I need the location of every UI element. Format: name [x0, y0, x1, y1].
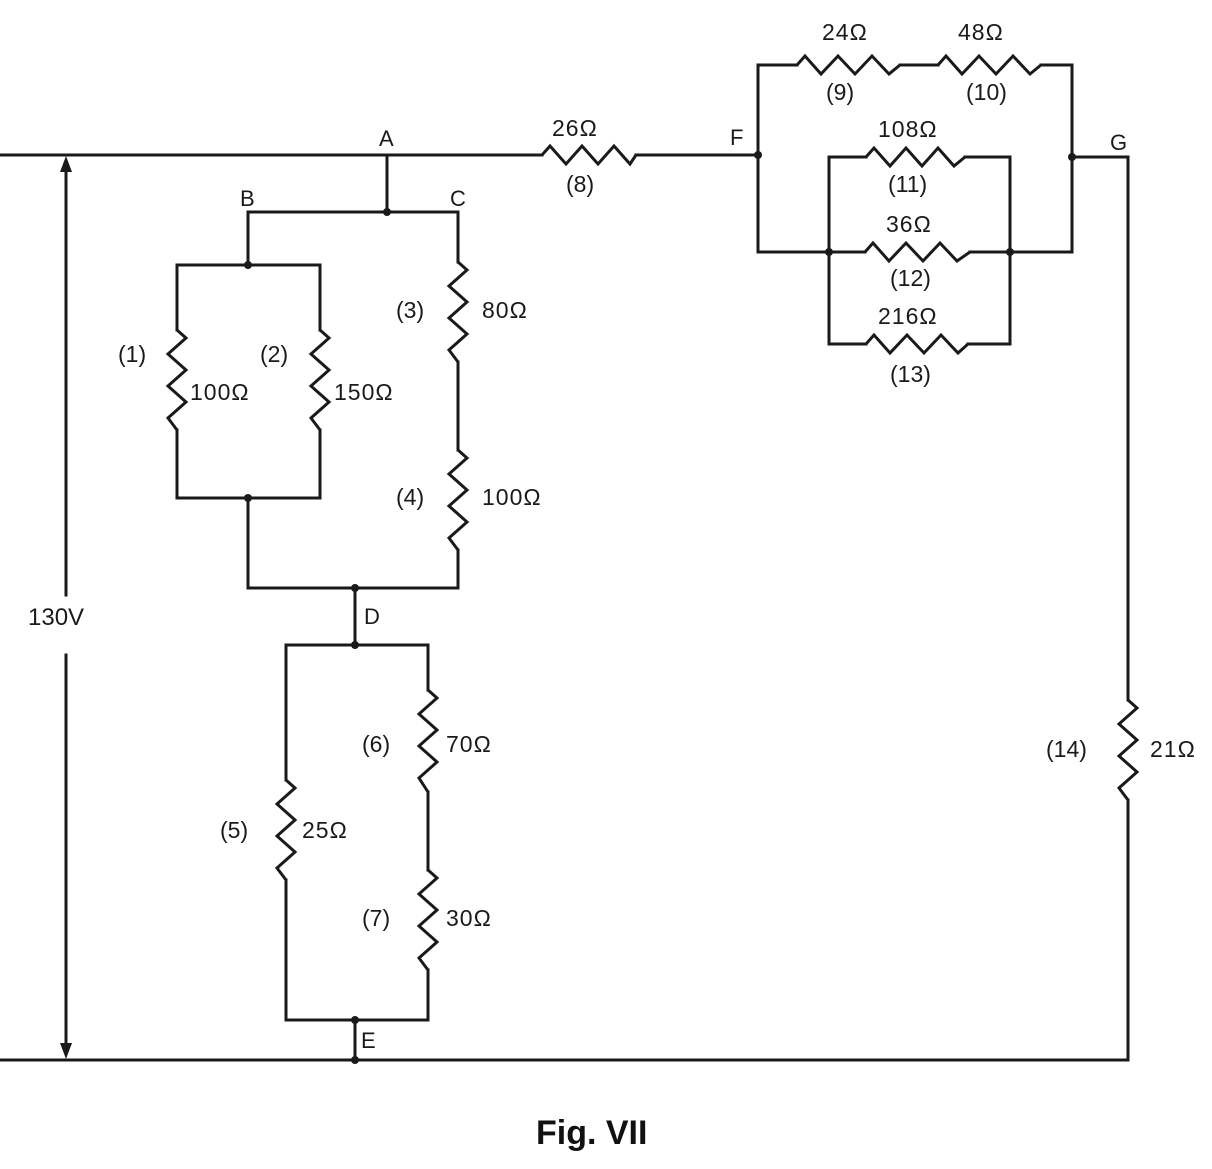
resistor-13-id: (13) [890, 361, 931, 387]
resistor-1-value: 100Ω [190, 379, 250, 405]
resistor-10-id: (10) [966, 79, 1007, 105]
junctions [244, 151, 1076, 1064]
resistor-6 [416, 688, 440, 793]
resistor-7-value: 30Ω [446, 905, 492, 931]
resistor-14 [1116, 698, 1140, 801]
junction-dot [1006, 248, 1014, 256]
junction-dot [244, 261, 252, 269]
resistor-12 [863, 240, 971, 264]
node-label-A: A [379, 126, 394, 151]
figure-caption: Fig. VII [536, 1114, 647, 1152]
resistor-7-id: (7) [362, 905, 390, 931]
resistor-10 [936, 53, 1042, 77]
resistor-13 [864, 332, 970, 356]
resistor-9-id: (9) [826, 79, 854, 105]
resistor-5-id: (5) [220, 817, 248, 843]
node-label-F: F [730, 125, 743, 150]
junction-dot [244, 494, 252, 502]
resistor-8 [540, 143, 638, 167]
resistor-13-value: 216Ω [878, 303, 938, 329]
junction-dot [351, 584, 359, 592]
resistor-1 [165, 328, 189, 431]
arrow-up-icon [60, 156, 72, 172]
resistor-14-value: 21Ω [1150, 736, 1196, 762]
resistors [165, 53, 1140, 971]
resistor-4 [446, 448, 470, 551]
resistor-1-id: (1) [118, 341, 146, 367]
resistor-2-value: 150Ω [334, 379, 394, 405]
resistor-9 [795, 53, 901, 77]
resistor-5 [274, 778, 298, 881]
resistor-3 [446, 260, 470, 363]
wires [0, 63, 1130, 1062]
resistor-9-value: 24Ω [822, 19, 868, 45]
node-labels: A B C D E F G [240, 125, 1127, 1053]
resistor-6-value: 70Ω [446, 731, 492, 757]
junction-dot [383, 208, 391, 216]
resistor-10-value: 48Ω [958, 19, 1004, 45]
junction-dot [825, 248, 833, 256]
voltage-indicator: 130V [28, 156, 84, 1059]
junction-dot [754, 151, 762, 159]
node-label-B: B [240, 186, 255, 211]
node-label-C: C [450, 186, 466, 211]
resistor-11 [864, 145, 966, 169]
node-label-G: G [1110, 130, 1127, 155]
resistor-8-value: 26Ω [552, 115, 598, 141]
resistor-12-id: (12) [890, 265, 931, 291]
resistor-6-id: (6) [362, 731, 390, 757]
resistor-3-value: 80Ω [482, 297, 528, 323]
resistor-3-id: (3) [396, 297, 424, 323]
voltage-label: 130V [28, 604, 84, 631]
arrow-down-icon [60, 1043, 72, 1059]
resistor-8-id: (8) [566, 171, 594, 197]
node-label-E: E [361, 1028, 376, 1053]
node-label-D: D [364, 604, 380, 629]
resistor-7 [416, 868, 440, 971]
resistor-4-id: (4) [396, 484, 424, 510]
resistor-2 [308, 328, 332, 431]
resistor-14-id: (14) [1046, 736, 1087, 762]
junction-dot [351, 1016, 359, 1024]
resistor-12-value: 36Ω [886, 211, 932, 237]
junction-dot [1068, 153, 1076, 161]
resistor-4-value: 100Ω [482, 484, 542, 510]
resistor-5-value: 25Ω [302, 817, 348, 843]
resistor-11-value: 108Ω [878, 116, 938, 142]
junction-dot [351, 641, 359, 649]
resistor-11-id: (11) [888, 171, 927, 197]
resistor-2-id: (2) [260, 341, 288, 367]
resistor-labels: (1) 100Ω (2) 150Ω (3) 80Ω (4) 100Ω (5) 2… [118, 19, 1196, 931]
junction-dot [351, 1056, 359, 1064]
